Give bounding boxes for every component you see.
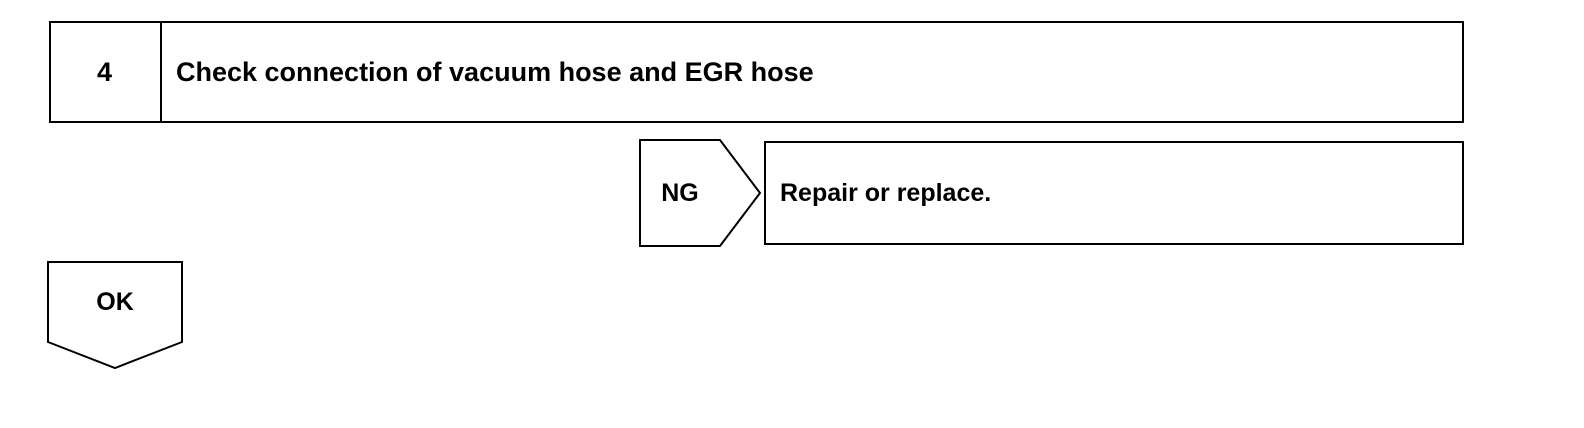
ng-label: NG [661,178,699,207]
step-title: Check connection of vacuum hose and EGR … [176,56,814,87]
ng-result-box [764,141,1464,245]
step-box [49,21,1464,123]
ng-arrow-shape [639,139,762,247]
step-number: 4 [49,21,162,123]
ok-label: OK [96,287,134,316]
ng-result-text: Repair or replace. [780,178,992,207]
ok-arrow-shape [47,261,183,370]
